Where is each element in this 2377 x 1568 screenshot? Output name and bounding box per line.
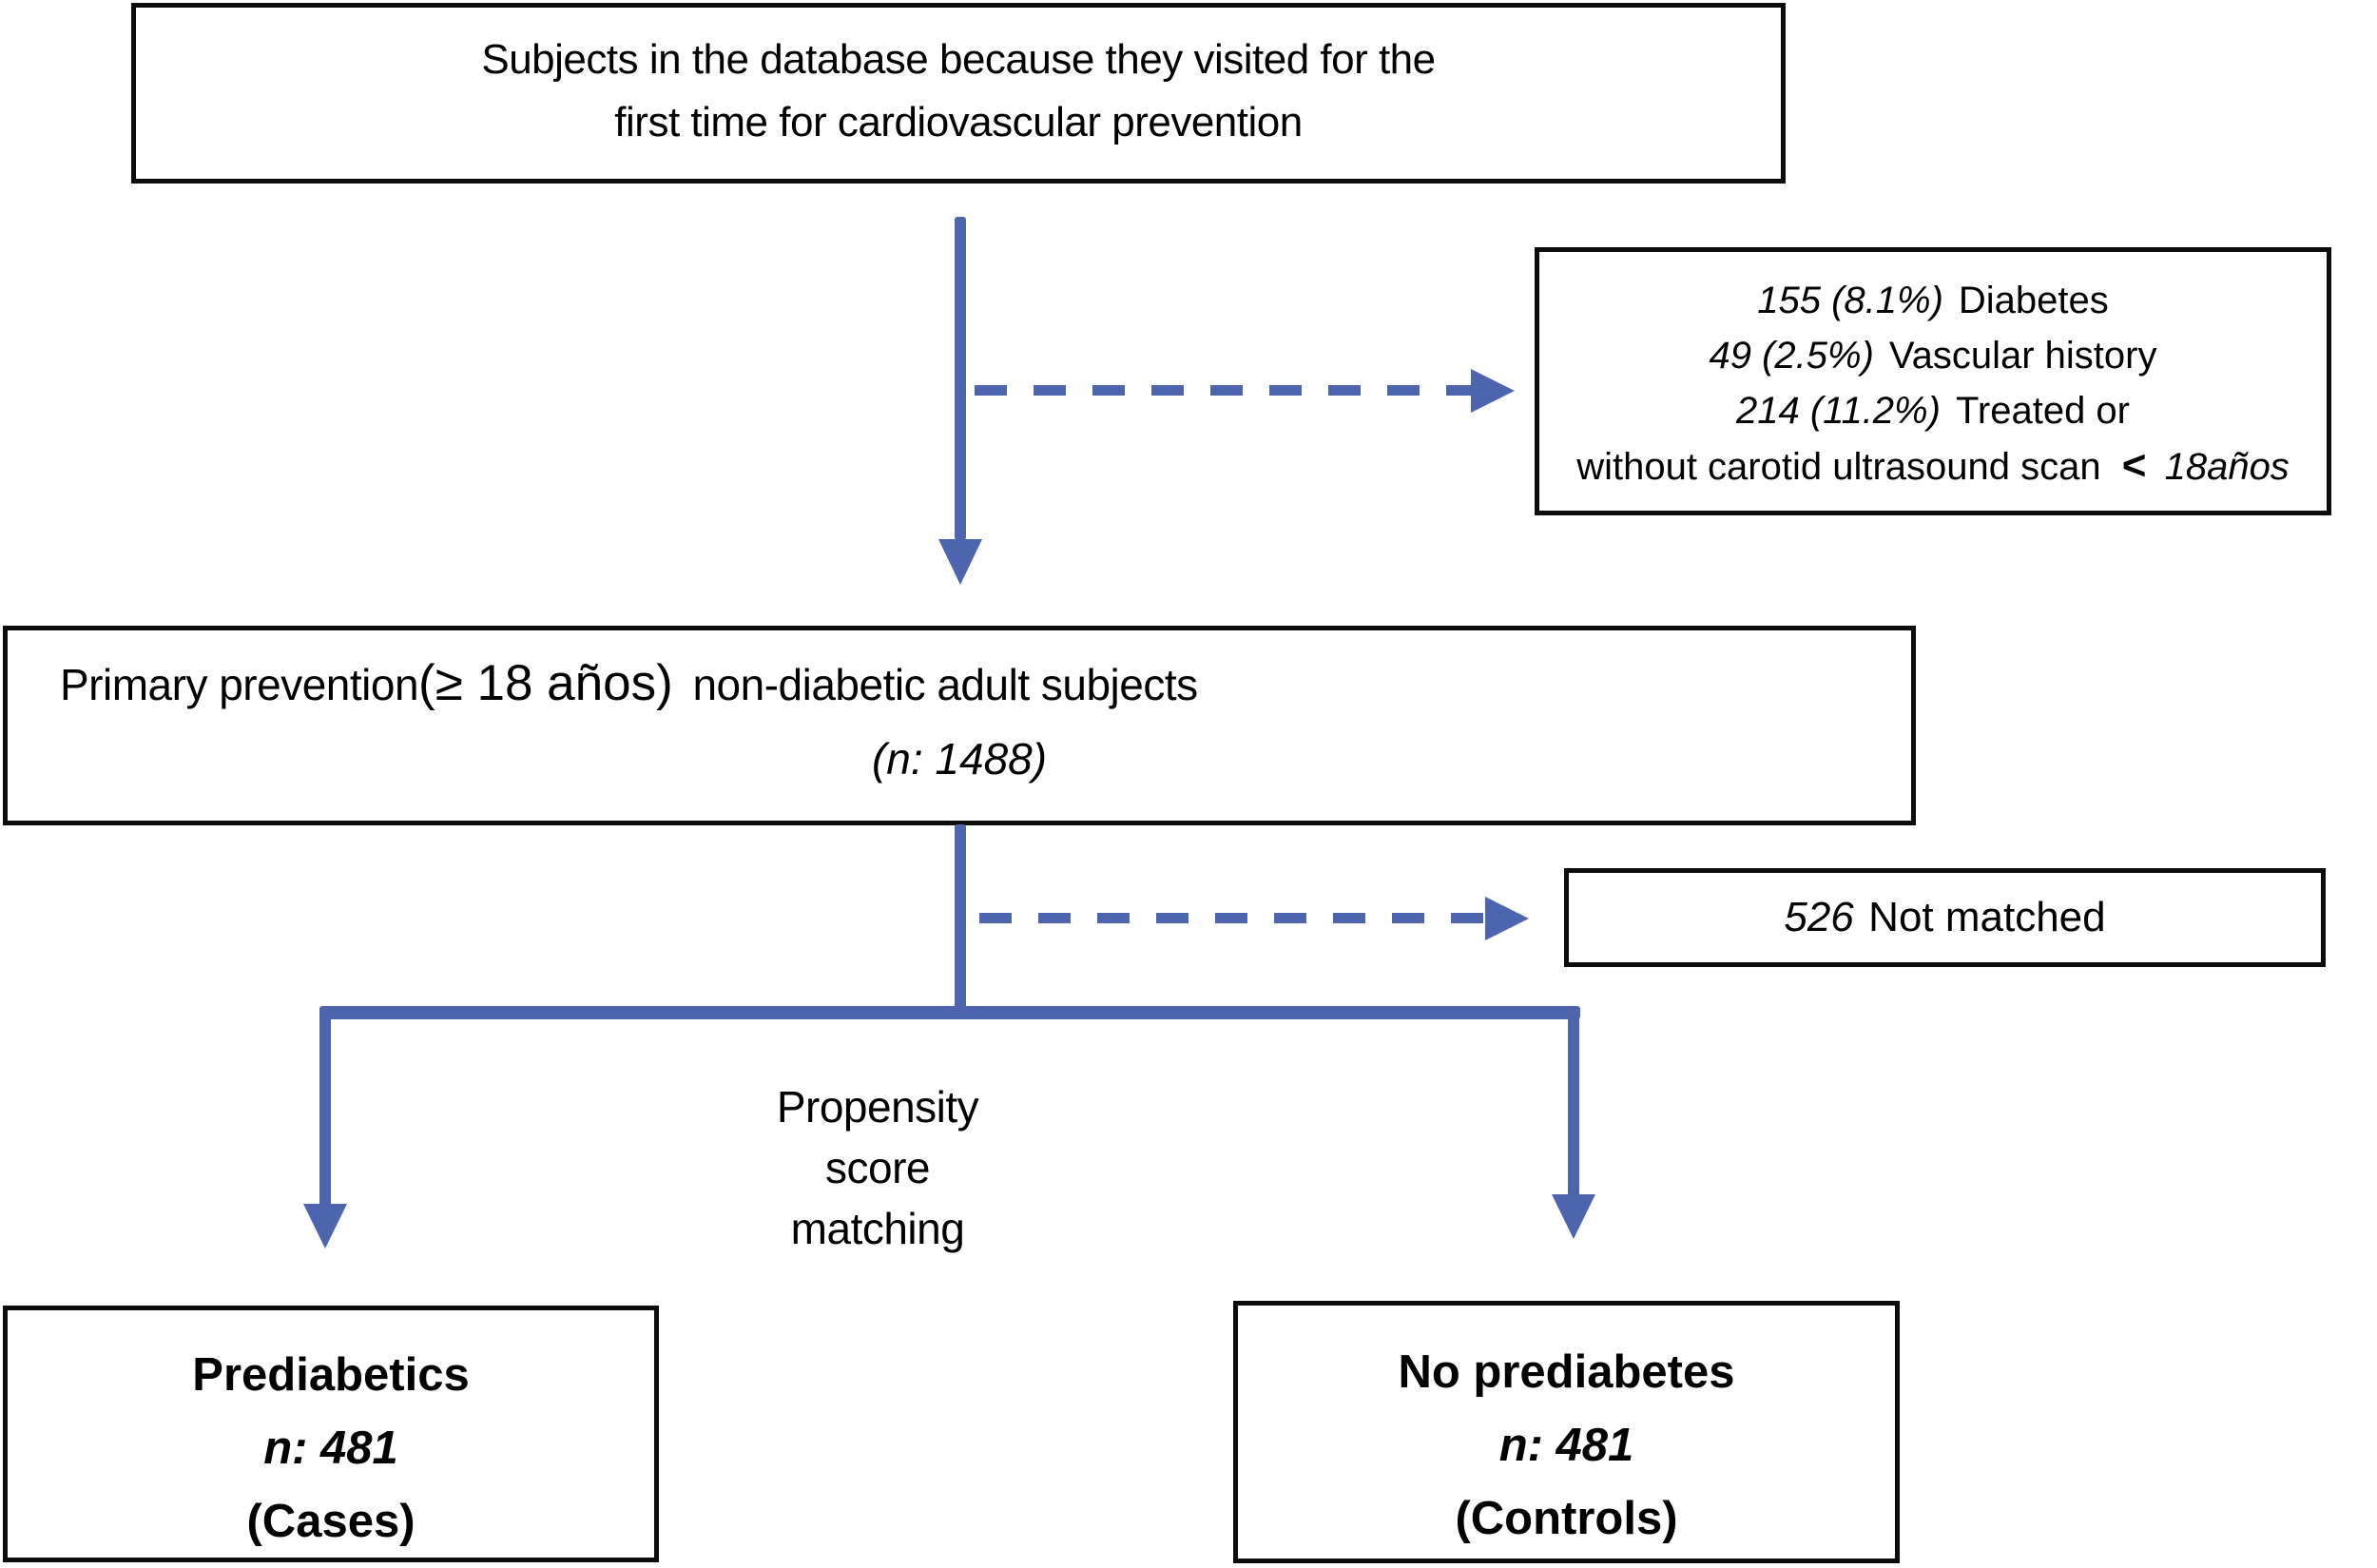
cases-n-count: n: 481 [263, 1423, 398, 1474]
propensity-line-3: matching [790, 1204, 965, 1253]
primary-age-criterion: (≥ 18 años) [418, 655, 673, 711]
exclusion-count: 155 (8.1%) [1757, 280, 1943, 321]
not-matched-count: 526 [1784, 894, 1854, 940]
propensity-line-1: Propensity [776, 1082, 979, 1132]
exclusion-item: 155 (8.1%) Diabetes [1539, 273, 2327, 328]
exclusion-label: Vascular history [1888, 335, 2157, 377]
main-down-arrow-shaft [955, 217, 966, 540]
exclusion-item: without carotid ultrasound scan < 18años [1539, 438, 2327, 494]
cases-subtitle: (Cases) [246, 1496, 415, 1547]
not-matched-label: Not matched [1868, 894, 2106, 940]
flow-box-exclusions: 155 (8.1%) Diabetes 49 (2.5%) Vascular his… [1535, 247, 2331, 515]
primary-down-line [955, 824, 966, 1013]
right-branch-arrow-shaft [1568, 1008, 1579, 1196]
left-branch-arrow-shaft [319, 1008, 331, 1206]
propensity-line-2: score [825, 1143, 930, 1192]
exclusion-item: 214 (11.2%) Treated or [1539, 383, 2327, 438]
flow-box-cases: Prediabetics n: 481 (Cases) [3, 1306, 659, 1562]
dashed-arrow-not-matched-head-icon [1485, 897, 1529, 940]
controls-subtitle: (Controls) [1455, 1493, 1678, 1544]
exclusion-less-than-sign: < [2121, 442, 2147, 489]
controls-title: No prediabetes [1398, 1346, 1735, 1398]
source-line-2: first time for cardiovascular prevention [614, 99, 1303, 145]
exclusion-count: 214 (11.2%) [1736, 390, 1941, 432]
propensity-matching-label: Propensity score matching [683, 1076, 1073, 1259]
exclusion-line4-prefix: without carotid ultrasound scan [1576, 446, 2101, 488]
flow-box-source: Subjects in the database because they vi… [131, 3, 1786, 184]
dashed-arrow-exclusions-head-icon [1471, 369, 1515, 413]
primary-subjects-text: non-diabetic adult subjects [692, 660, 1198, 709]
cases-title: Prediabetics [192, 1349, 470, 1401]
controls-n-count: n: 481 [1498, 1420, 1634, 1471]
main-down-arrowhead-icon [938, 539, 982, 585]
primary-line-1: Primary prevention(≥ 18 años) non-diabeti… [8, 653, 1911, 715]
flow-box-primary: Primary prevention(≥ 18 años) non-diabeti… [3, 626, 1916, 825]
exclusion-label: Diabetes [1958, 280, 2109, 321]
branch-horizontal-bar [319, 1006, 1580, 1019]
exclusion-age-limit: 18años [2164, 446, 2290, 488]
flow-box-not-matched: 526 Not matched [1564, 868, 2326, 967]
dashed-arrow-exclusions-line [975, 385, 1471, 396]
left-branch-arrowhead-icon [303, 1204, 347, 1249]
flow-box-controls: No prediabetes n: 481 (Controls) [1233, 1301, 1900, 1563]
source-line-1: Subjects in the database because they vi… [481, 36, 1436, 83]
right-branch-arrowhead-icon [1552, 1194, 1595, 1239]
primary-n-count: (n: 1488) [871, 734, 1048, 784]
dashed-arrow-not-matched-line [979, 913, 1485, 923]
exclusion-item: 49 (2.5%) Vascular history [1539, 328, 2327, 383]
exclusion-count: 49 (2.5%) [1709, 335, 1874, 377]
primary-text: Primary prevention [60, 660, 419, 709]
exclusion-label: Treated or [1955, 390, 2130, 432]
